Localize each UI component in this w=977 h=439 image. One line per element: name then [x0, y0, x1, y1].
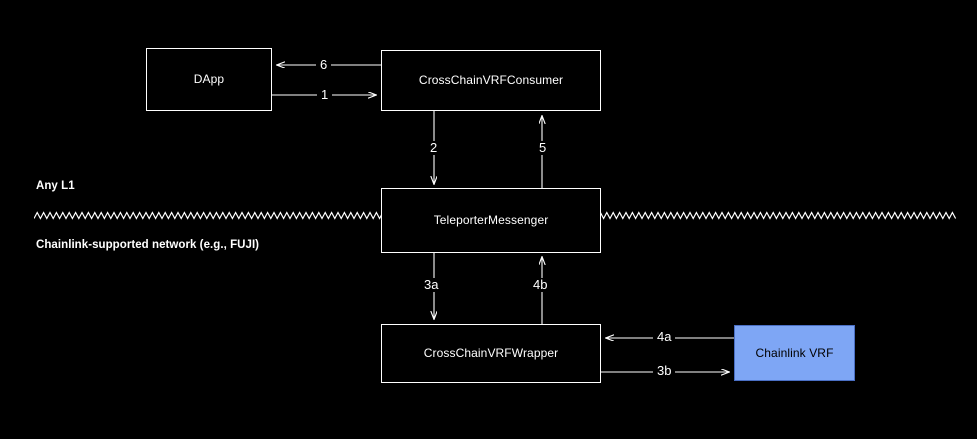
edge-label-5: 5	[535, 141, 551, 155]
edge-label-1: 1	[317, 88, 333, 102]
node-chainlink-vrf[interactable]: Chainlink VRF	[734, 325, 855, 381]
edge-label-4b: 4b	[529, 278, 552, 292]
edge-label-6: 6	[316, 58, 332, 72]
node-dapp[interactable]: DApp	[146, 48, 272, 111]
zone-label-chainlink-network: Chainlink-supported network (e.g., FUJI)	[36, 239, 260, 251]
node-crosschain-vrf-wrapper[interactable]: CrossChainVRFWrapper	[381, 324, 601, 383]
node-crosschain-vrf-consumer[interactable]: CrossChainVRFConsumer	[381, 50, 601, 111]
node-teleporter-messenger[interactable]: TeleporterMessenger	[381, 188, 601, 253]
edge-label-3b: 3b	[653, 364, 676, 378]
edge-label-2: 2	[426, 141, 442, 155]
edge-label-3a: 3a	[420, 278, 443, 292]
edge-label-4a: 4a	[653, 330, 676, 344]
zone-label-any-l1: Any L1	[36, 180, 75, 192]
